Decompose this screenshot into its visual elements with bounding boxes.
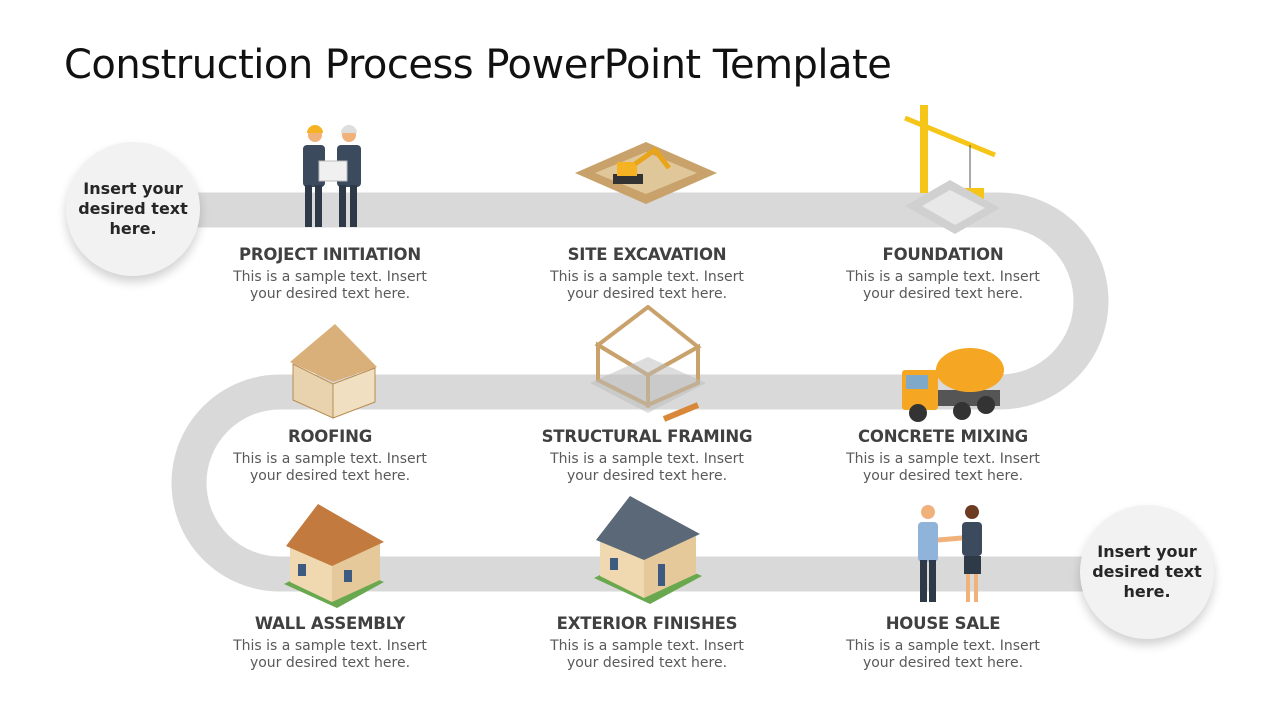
step-site-excavation: SITE EXCAVATION This is a sample text. In… (517, 245, 777, 303)
step-title: PROJECT INITIATION (239, 245, 421, 264)
step-desc: This is a sample text. Insert (550, 451, 744, 467)
step-title: EXTERIOR FINISHES (556, 614, 738, 633)
step-desc: This is a sample text. Insert (846, 638, 1040, 654)
step-desc: This is a sample text. Insert (233, 269, 427, 285)
house-frame-icon (590, 305, 706, 422)
step-desc: This is a sample text. Insert (233, 638, 427, 654)
step-desc: your desired text here. (249, 655, 411, 671)
step-exterior-finishes: EXTERIOR FINISHES This is a sample text. … (517, 614, 777, 672)
step-desc: your desired text here. (566, 468, 728, 484)
house-icon (284, 504, 384, 608)
concrete-truck-icon (902, 348, 1004, 422)
page-title: Construction Process PowerPoint Template (64, 42, 892, 88)
step-desc: This is a sample text. Insert (846, 451, 1040, 467)
step-desc: This is a sample text. Insert (550, 638, 744, 654)
step-desc: your desired text here. (566, 286, 728, 302)
start-circle-text: Insert your desired text here. (78, 179, 188, 238)
handshake-icon (918, 505, 982, 602)
crane-icon (904, 105, 1000, 234)
step-title: FOUNDATION (882, 245, 1004, 264)
step-title: CONCRETE MIXING (857, 427, 1029, 446)
step-desc: your desired text here. (862, 655, 1024, 671)
step-structural-framing: STRUCTURAL FRAMING This is a sample text.… (517, 427, 777, 485)
end-circle: Insert your desired text here. (1080, 505, 1214, 639)
start-circle: Insert your desired text here. (66, 142, 200, 276)
step-title: ROOFING (287, 427, 373, 446)
finished-house-icon (594, 496, 702, 604)
step-desc: your desired text here. (566, 655, 728, 671)
step-concrete-mixing: CONCRETE MIXING This is a sample text. In… (813, 427, 1073, 485)
step-project-initiation: PROJECT INITIATION This is a sample text.… (200, 245, 460, 303)
step-title: STRUCTURAL FRAMING (541, 427, 753, 446)
step-title: HOUSE SALE (885, 614, 1001, 633)
step-title: WALL ASSEMBLY (254, 614, 406, 633)
end-circle-text: Insert your desired text here. (1092, 542, 1202, 601)
step-title: SITE EXCAVATION (567, 245, 727, 264)
roof-frame-icon (290, 324, 377, 419)
step-desc: This is a sample text. Insert (846, 269, 1040, 285)
step-wall-assembly: WALL ASSEMBLY This is a sample text. Inse… (200, 614, 460, 672)
step-desc: your desired text here. (249, 468, 411, 484)
step-desc: This is a sample text. Insert (233, 451, 427, 467)
step-desc: your desired text here. (862, 286, 1024, 302)
engineers-icon (303, 125, 361, 227)
step-desc: your desired text here. (249, 286, 411, 302)
step-desc: your desired text here. (862, 468, 1024, 484)
excavator-icon (575, 142, 717, 204)
step-desc: This is a sample text. Insert (550, 269, 744, 285)
